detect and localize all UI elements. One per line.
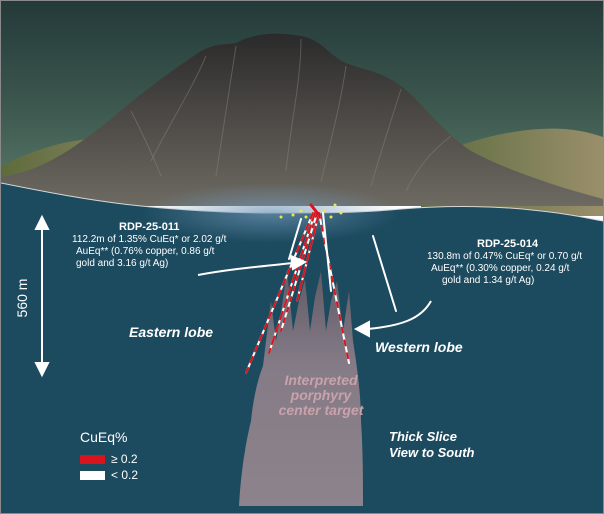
hole-rdp-25-011-title: RDP-25-011 bbox=[119, 221, 180, 233]
surface-glow bbox=[141, 183, 401, 243]
target-label-line-3: center target bbox=[278, 402, 364, 418]
hole-rdp-25-011-line-1: 112.2m of 1.35% CuEq* or 2.02 g/t bbox=[72, 234, 227, 245]
hole-rdp-25-014-line-2: AuEq** (0.30% copper, 0.24 g/t bbox=[431, 263, 570, 274]
drill-trace bbox=[322, 212, 332, 292]
hole-rdp-25-014-title: RDP-25-014 bbox=[477, 238, 539, 250]
collar-markers bbox=[279, 203, 343, 219]
drill-trace bbox=[318, 212, 350, 364]
legend-item-low: < 0.2 bbox=[80, 468, 138, 482]
drill-trace bbox=[372, 235, 397, 312]
view-label-line-1: Thick Slice bbox=[389, 429, 457, 444]
legend-label-high: ≥ 0.2 bbox=[111, 452, 138, 466]
leader-arrows bbox=[197, 254, 432, 338]
hole-rdp-25-011-line-3: gold and 3.16 g/t Ag) bbox=[76, 258, 169, 269]
target-label-line-1: Interpreted bbox=[284, 372, 358, 388]
western-lobe-label: Western lobe bbox=[375, 339, 463, 355]
eastern-lobe-label: Eastern lobe bbox=[129, 324, 214, 340]
scale-bar bbox=[34, 214, 50, 378]
legend-item-high: ≥ 0.2 bbox=[80, 452, 138, 466]
scale-bar-label: 560 m bbox=[14, 278, 30, 318]
hole-rdp-25-014-line-3: gold and 1.34 g/t Ag) bbox=[442, 275, 535, 286]
legend-swatch-low bbox=[80, 470, 105, 480]
drill-trace bbox=[280, 212, 318, 332]
drill-trace bbox=[288, 218, 302, 260]
hole-rdp-25-014-line-1: 130.8m of 0.47% CuEq* or 0.70 g/t bbox=[427, 251, 583, 262]
drill-trace bbox=[309, 203, 321, 217]
drill-trace bbox=[268, 212, 316, 354]
legend-title: CuEq% bbox=[80, 429, 128, 445]
legend-label-low: < 0.2 bbox=[111, 468, 139, 482]
porphyry-target-body bbox=[239, 269, 363, 506]
drill-trace bbox=[245, 212, 314, 374]
drill-trace bbox=[296, 212, 320, 302]
mountain bbox=[1, 33, 603, 206]
mountain-ridges bbox=[130, 38, 452, 192]
hole-rdp-25-011-line-2: AuEq** (0.76% copper, 0.86 g/t bbox=[76, 246, 215, 257]
drill-traces bbox=[245, 203, 397, 374]
legend-swatch-high bbox=[80, 454, 105, 464]
view-label-line-2: View to South bbox=[389, 445, 475, 460]
target-label-line-2: porphyry bbox=[290, 387, 352, 403]
